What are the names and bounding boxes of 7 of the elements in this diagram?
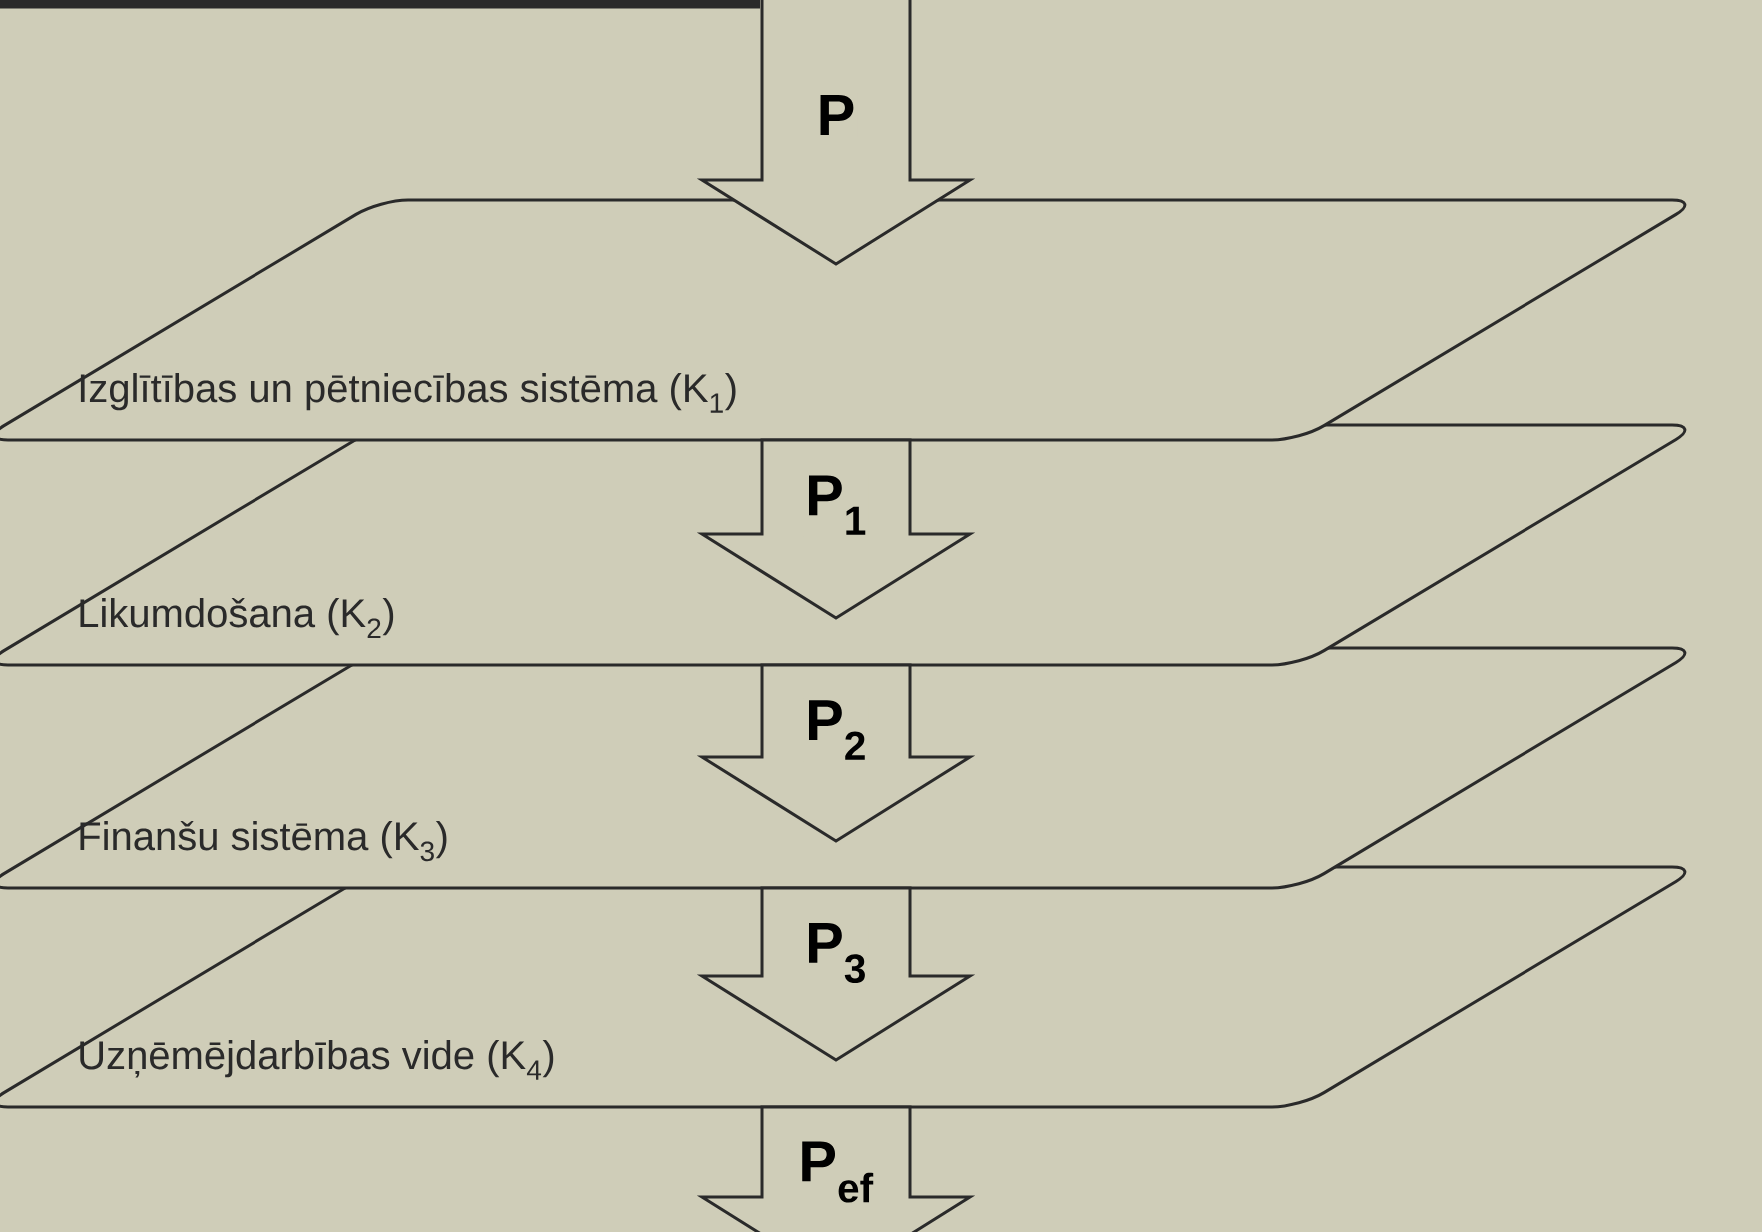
block-arrow xyxy=(696,0,976,266)
layer-plane: Izglītības un pētniecības sistēma (K$_{1}$) xyxy=(0,198,1687,442)
edge-label: P xyxy=(820,95,854,135)
edge-label: P$_{2}$ xyxy=(809,700,865,760)
edge-label: P$_{ef}$ xyxy=(802,1141,874,1203)
edge-label: P$_{3}$ xyxy=(809,922,865,984)
edge-label: P$_{1}$ xyxy=(809,475,866,535)
